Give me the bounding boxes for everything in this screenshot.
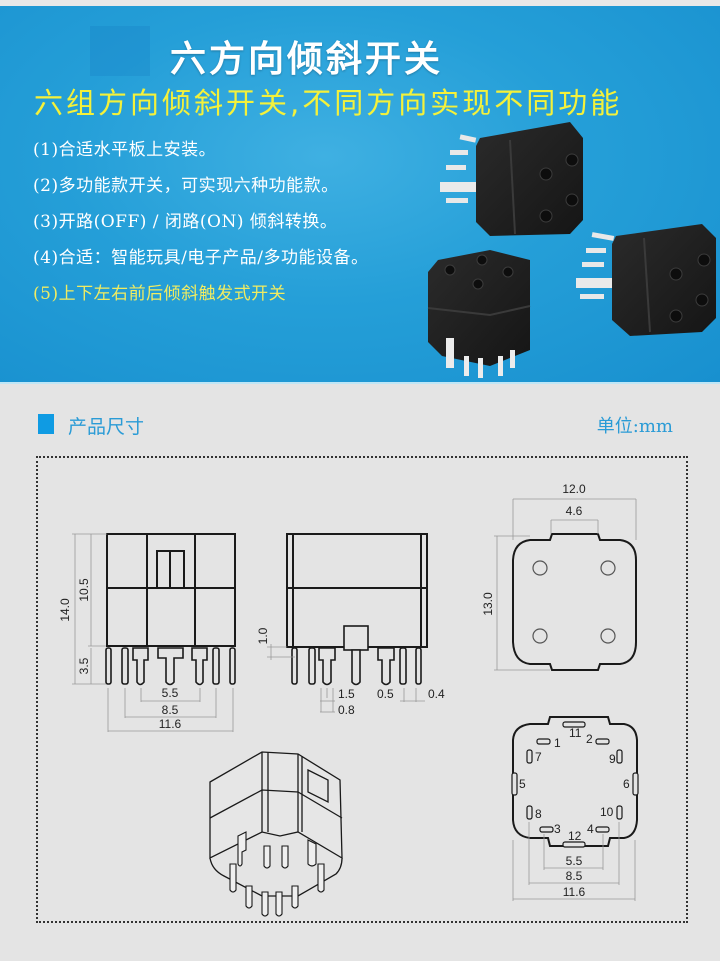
dim-top-depth: 13.0 <box>481 592 495 616</box>
feature-item: (2)多功能款开关，可实现六种功能款。 <box>33 176 339 196</box>
dim-side-pin-width-wide: 1.5 <box>338 687 355 701</box>
dim-bottom-pin-span-inner: 5.5 <box>566 854 583 868</box>
dim-front-total-height: 14.0 <box>60 598 72 622</box>
dim-front-body-height: 10.5 <box>77 578 91 602</box>
pin-label-8: 8 <box>535 807 542 821</box>
dim-top-width: 12.0 <box>562 482 586 496</box>
bottom-view-pinout-drawing: 1 2 3 4 5 6 7 8 9 10 11 12 5.5 8.5 11.6 <box>511 716 639 901</box>
front-view-drawing: 14.0 10.5 3.5 5.5 8.5 11.6 <box>60 533 236 732</box>
dimensions-header: 产品尺寸 单位:mm <box>38 412 688 438</box>
banner-divider <box>0 382 720 384</box>
top-strip <box>0 0 720 6</box>
dim-side-pin-width-narrow: 0.8 <box>338 703 355 717</box>
pin-label-9: 9 <box>609 752 616 766</box>
pin-label-1: 1 <box>554 736 561 750</box>
feature-list: (1)合适水平板上安装。 (2)多功能款开关，可实现六种功能款。 (3)开路(O… <box>33 132 369 312</box>
dim-side-pin-thickness: 0.4 <box>428 687 445 701</box>
pin-label-4: 4 <box>587 822 594 836</box>
section-marker-icon <box>38 414 54 434</box>
side-view-drawing: 1.0 1.5 0.8 0.5 0.4 <box>256 533 445 717</box>
pin-label-5: 5 <box>519 777 526 791</box>
feature-item-highlight: (5)上下左右前后倾斜触发式开关 <box>33 284 287 304</box>
switch-photo-2 <box>427 250 531 378</box>
dimensions-frame <box>36 456 688 923</box>
feature-item: (4)合适：智能玩具/电子产品/多功能设备。 <box>33 248 369 268</box>
pin-label-10: 10 <box>600 805 614 819</box>
pin-label-12: 12 <box>568 829 582 843</box>
pin-label-6: 6 <box>623 777 630 791</box>
unit-label: 单位:mm <box>596 416 673 437</box>
top-view-drawing: 12.0 4.6 13.0 <box>481 482 637 671</box>
isometric-view-drawing <box>209 751 343 917</box>
dim-front-pin-span-inner: 5.5 <box>162 686 179 700</box>
dim-bottom-pin-span-middle: 8.5 <box>566 869 583 883</box>
feature-item: (1)合适水平板上安装。 <box>33 140 217 160</box>
switch-photo-1 <box>440 122 583 236</box>
dim-bottom-pin-span-outer: 11.6 <box>563 885 586 899</box>
dim-side-pin-gap: 0.5 <box>377 687 394 701</box>
pin-label-2: 2 <box>586 732 593 746</box>
product-banner: 六方向倾斜开关 六组方向倾斜开关,不同方向实现不同功能 (1)合适水平板上安装。… <box>0 6 720 382</box>
dim-front-pin-span-outer: 11.6 <box>159 717 182 731</box>
dim-front-pin-height: 3.5 <box>77 657 91 674</box>
banner-title: 六方向倾斜开关 <box>170 39 444 80</box>
dim-top-notch-width: 4.6 <box>566 504 583 518</box>
product-photo <box>427 122 716 378</box>
section-title: 产品尺寸 <box>68 416 145 438</box>
pin-label-11: 11 <box>569 726 582 740</box>
pin-label-7: 7 <box>535 750 542 764</box>
dim-side-standoff: 1.0 <box>256 627 270 644</box>
switch-photo-3 <box>576 224 716 336</box>
feature-item: (3)开路(OFF) / 闭路(ON) 倾斜转换。 <box>33 212 338 232</box>
dim-front-pin-span-middle: 8.5 <box>162 703 179 717</box>
pin-label-3: 3 <box>554 822 561 836</box>
faded-logo-box <box>90 26 150 76</box>
banner-subtitle: 六组方向倾斜开关,不同方向实现不同功能 <box>34 86 623 120</box>
